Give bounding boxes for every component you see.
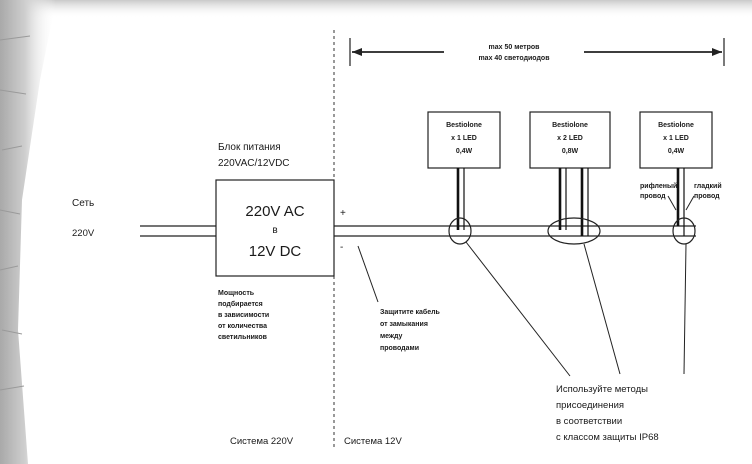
cable-pointer-line [357,245,379,303]
smooth-wire-line1: гладкий [694,182,722,190]
psu-plus: + [340,208,346,219]
module-3-leds: x 1 LED [663,135,689,142]
pointer-line-1 [465,241,571,377]
distance-line1: max 50 метров [489,44,541,51]
ribbed-arrow [667,195,677,211]
module-3-name: Bestiolone [658,122,694,129]
module-1-box [427,111,501,169]
distance-line2: max 40 светодиодов [478,55,550,62]
texture-strokes [0,35,31,391]
psu-note-5: светильников [218,334,268,341]
module-2-box [529,111,611,169]
connection-note-3: в соответствии [556,416,622,427]
psu-note-2: подбирается [218,300,263,308]
psu-minus: - [340,242,343,253]
module-2-model: 0,8W [562,148,579,155]
psu-box-line3: 12V DC [249,243,302,260]
module-1-name: Bestiolone [446,122,482,129]
psu-box-line1: 220V AC [245,203,304,220]
distance-arrow-right [712,48,722,56]
module-1-leds: x 1 LED [451,135,477,142]
cable-note-4: проводами [380,345,419,352]
module-3-model: 0,4W [668,148,685,155]
cable-note-2: от замыкания [380,321,428,328]
pointer-line-2 [583,243,621,375]
junction-circle-1 [448,217,472,245]
psu-note-1: Мощность [218,290,255,297]
module-3-box [639,111,713,169]
module-2-name: Bestiolone [552,122,588,129]
smooth-arrow [685,195,695,211]
connection-note-2: присоединения [556,400,624,411]
distance-label-bg [444,40,584,64]
smooth-wire-line2: провод [694,193,720,200]
system-220-label: Система 220V [230,436,294,447]
distance-arrow-left [352,48,362,56]
pointer-line-3 [683,243,687,375]
ribbed-wire-line1: рифленый [640,182,677,190]
mains-voltage: 220V [72,228,95,239]
ribbed-wire-line2: провод [640,193,666,200]
cable-note-3: между [380,333,402,340]
connection-note-1: Используйте методы [556,384,648,395]
module-1-model: 0,4W [456,148,473,155]
psu-box-line2: в [272,225,277,236]
system-12-label: Система 12V [344,436,402,447]
left-shade [0,0,56,464]
module-2-leds: x 2 LED [557,135,583,142]
psu-note-3: в зависимости [218,312,269,319]
mains-label: Сеть [72,198,94,209]
psu-box [215,179,335,277]
cable-note-1: Защитите кабель [380,308,441,316]
psu-title-line2: 220VAC/12VDC [218,158,290,169]
junction-circle-3 [672,217,696,245]
top-shade [0,0,752,18]
psu-title-line1: Блок питания [218,142,281,153]
psu-note-4: от количества [218,323,267,330]
junction-circle-2 [547,217,601,245]
connection-note-4: с классом защиты IP68 [556,432,659,443]
